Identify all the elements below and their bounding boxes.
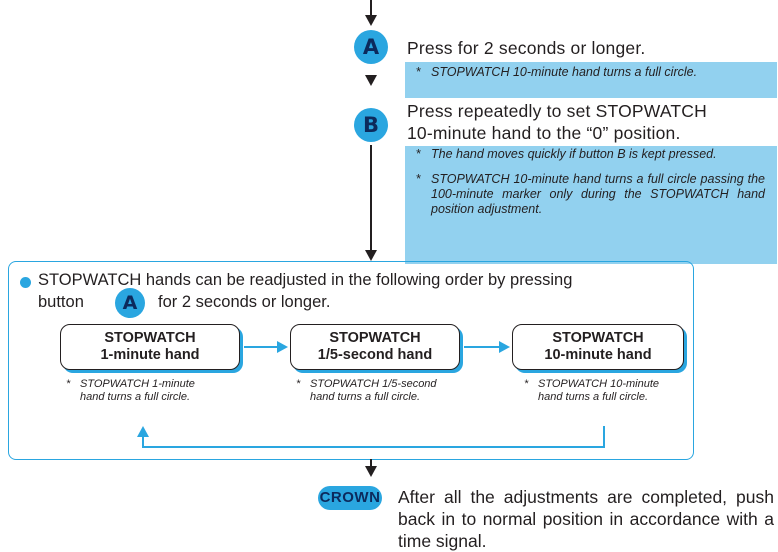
note-star: * <box>66 378 71 390</box>
hand-box-1-5-second: STOPWATCH 1/5-second hand <box>290 324 460 370</box>
readjust-line2-before: button <box>38 293 84 311</box>
loop-line-bottom <box>142 446 605 448</box>
note-star: * <box>524 378 529 390</box>
step-b-instruction-line1: Press repeatedly to set STOPWATCH <box>407 101 707 121</box>
hand-subtitle: 1-minute hand <box>100 347 200 363</box>
flow-arrow-1-2 <box>244 346 278 348</box>
step-a-instruction: Press for 2 seconds or longer. <box>407 38 646 58</box>
button-a-icon: A <box>115 288 145 318</box>
note-text: STOPWATCH 1-minute hand turns a full cir… <box>80 378 195 403</box>
note-star: * <box>415 172 421 186</box>
flow-arrow-a-b <box>365 75 377 86</box>
flow-line-top <box>370 0 372 16</box>
hand-box-1-minute: STOPWATCH 1-minute hand <box>60 324 240 370</box>
arrow-head <box>277 341 288 353</box>
note-star: * <box>296 378 301 390</box>
readjust-line2-after: for 2 seconds or longer. <box>158 293 331 311</box>
hand-box-10-minute: STOPWATCH 10-minute hand <box>512 324 684 370</box>
hand-title: STOPWATCH <box>104 330 196 346</box>
arrow-head <box>499 341 510 353</box>
flow-line-bottom <box>370 459 372 467</box>
bullet-icon <box>20 277 31 288</box>
note-text: STOPWATCH 10-minute hand turns a full ci… <box>538 378 660 403</box>
hand-title: STOPWATCH <box>552 330 644 346</box>
note-text: STOPWATCH 1/5-second hand turns a full c… <box>310 378 437 403</box>
hand-note-3: * STOPWATCH 10-minute hand turns a full c… <box>524 378 684 404</box>
flow-arrow-top <box>365 15 377 26</box>
note-star: * <box>415 65 421 79</box>
note-text: The hand moves quickly if button B is ke… <box>431 147 717 161</box>
note-text: STOPWATCH 10-minute hand turns a full ci… <box>431 65 698 79</box>
readjust-panel <box>8 261 694 460</box>
step-b-notes: * The hand moves quickly if button B is k… <box>405 146 777 264</box>
hand-subtitle: 10-minute hand <box>544 347 652 363</box>
crown-instruction: After all the adjustments are completed,… <box>398 487 774 551</box>
readjust-line1: STOPWATCH hands can be readjusted in the… <box>38 271 573 289</box>
step-b-instruction-line2: 10-minute hand to the “0” position. <box>407 123 681 143</box>
hand-note-1: * STOPWATCH 1-minute hand turns a full ci… <box>66 378 216 404</box>
flow-line-b <box>370 145 372 251</box>
step-a-note: * STOPWATCH 10-minute hand turns a full c… <box>405 62 777 98</box>
note-star: * <box>415 147 421 161</box>
flow-arrow-bottom <box>365 466 377 477</box>
flow-arrow-b <box>365 250 377 261</box>
loop-arrow-head <box>137 426 149 437</box>
button-a-icon: A <box>354 30 388 64</box>
button-b-icon: B <box>354 108 388 142</box>
loop-line-left <box>142 437 144 448</box>
hand-note-2: * STOPWATCH 1/5-second hand turns a full … <box>296 378 446 404</box>
hand-title: STOPWATCH <box>329 330 421 346</box>
flow-arrow-2-3 <box>464 346 500 348</box>
hand-subtitle: 1/5-second hand <box>317 347 433 363</box>
note-text: STOPWATCH 10-minute hand turns a full ci… <box>431 172 765 216</box>
loop-line-right <box>603 426 605 448</box>
crown-badge: CROWN <box>318 486 382 510</box>
